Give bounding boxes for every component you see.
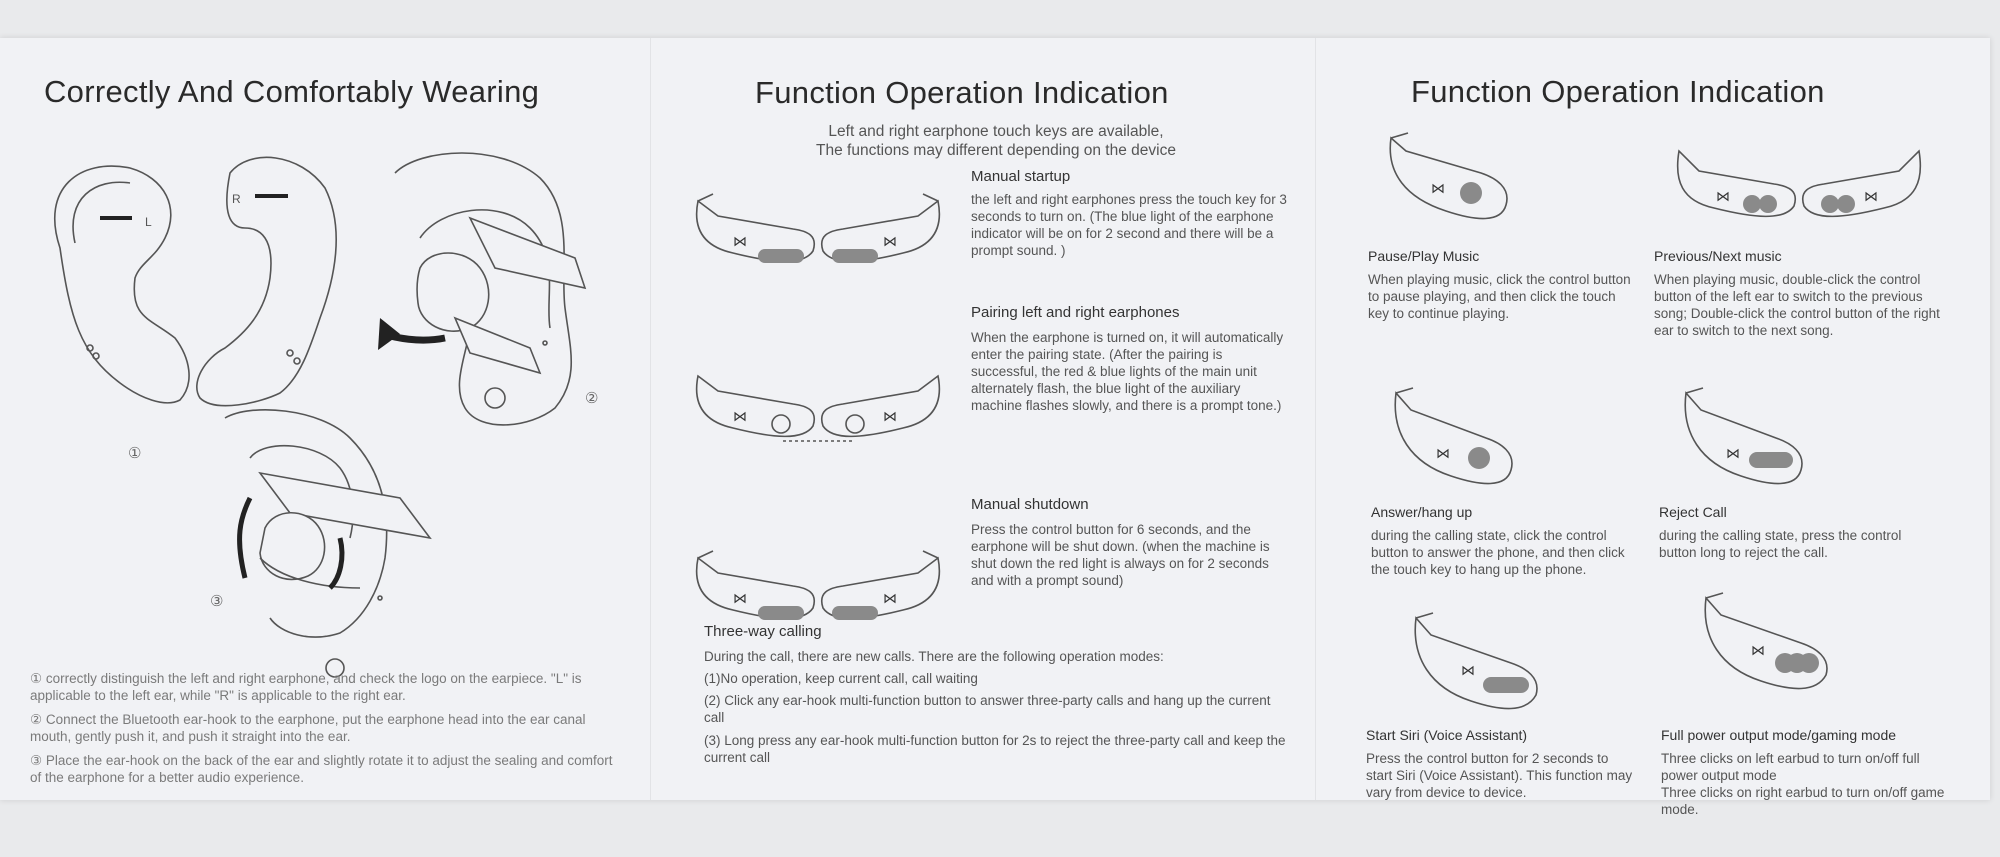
function-title-right: Function Operation Indication (1411, 74, 1825, 109)
pairing-illustration: ⋈ ⋈ (695, 374, 941, 442)
reject-body: during the calling state, press the cont… (1659, 528, 1902, 560)
svg-text:⋈: ⋈ (1461, 662, 1475, 678)
three-way-heading: Three-way calling (704, 623, 822, 640)
prev-next-heading: Previous/Next music (1654, 248, 1782, 264)
gaming-mode-body-1: Three clicks on left earbud to turn on/o… (1661, 751, 1920, 783)
svg-text:⋈: ⋈ (1751, 642, 1765, 658)
reject-illustration: ⋈ (1684, 387, 1803, 485)
wearing-note-2: ② Connect the Bluetooth ear-hook to the … (30, 712, 586, 744)
svg-text:⋈: ⋈ (1726, 445, 1740, 461)
three-way-line-1: During the call, there are new calls. Th… (704, 649, 1164, 664)
subtitle-line-1: Left and right earphone touch keys are a… (828, 123, 1164, 140)
svg-text:⋈: ⋈ (883, 233, 897, 249)
three-way-line-2: (1)No operation, keep current call, call… (704, 671, 978, 686)
startup-illustration: ⋈ ⋈ (695, 193, 941, 263)
reject-heading: Reject Call (1659, 504, 1727, 520)
shutdown-heading: Manual shutdown (971, 496, 1089, 513)
svg-text:⋈: ⋈ (883, 408, 897, 424)
svg-text:⋈: ⋈ (1716, 188, 1730, 204)
wearing-note-3: ③ Place the ear-hook on the back of the … (30, 753, 613, 785)
function-subtitle: Left and right earphone touch keys are a… (711, 122, 1281, 160)
pause-play-body: When playing music, click the control bu… (1368, 272, 1631, 321)
svg-text:⋈: ⋈ (733, 590, 747, 606)
label-step2: ② (585, 390, 598, 407)
label-step1: ① (128, 445, 141, 462)
svg-text:⋈: ⋈ (1431, 180, 1445, 196)
label-r: R (232, 192, 241, 206)
subtitle-line-2: The functions may different depending on… (816, 142, 1176, 159)
wearing-note-1: ① correctly distinguish the left and rig… (30, 671, 582, 703)
answer-illustration: ⋈ (1394, 387, 1513, 485)
svg-text:⋈: ⋈ (883, 590, 897, 606)
svg-text:⋈: ⋈ (733, 408, 747, 424)
svg-text:⋈: ⋈ (1436, 445, 1450, 461)
answer-heading: Answer/hang up (1371, 504, 1473, 520)
wearing-title: Correctly And Comfortably Wearing (44, 74, 540, 109)
label-l: L (145, 215, 152, 229)
answer-body: during the calling state, click the cont… (1371, 528, 1625, 577)
startup-heading: Manual startup (971, 168, 1071, 185)
pause-play-heading: Pause/Play Music (1368, 248, 1480, 264)
siri-heading: Start Siri (Voice Assistant) (1366, 727, 1528, 743)
gaming-mode-body-2: Three clicks on right earbud to turn on/… (1661, 785, 1945, 817)
prev-next-illustration: ⋈ ⋈ (1676, 149, 1922, 218)
function-panel-right: Function Operation Indication ⋈ ⋈ ⋈ Paus… (1315, 38, 1991, 817)
shutdown-body: Press the control button for 6 seconds, … (971, 522, 1270, 588)
function-panel-left: Function Operation Indication Left and r… (650, 38, 1316, 800)
three-way-line-3: (2) Click any ear-hook multi-function bu… (704, 693, 1271, 725)
manual-sheet: Correctly And Comfortably Wearing L R ① (0, 38, 1991, 817)
svg-text:⋈: ⋈ (1864, 188, 1878, 204)
siri-body: Press the control button for 2 seconds t… (1366, 751, 1633, 800)
siri-illustration: ⋈ (1414, 612, 1538, 710)
shutdown-illustration: ⋈ ⋈ (695, 550, 941, 620)
three-way-line-4: (3) Long press any ear-hook multi-functi… (704, 733, 1286, 765)
startup-body: the left and right earphones press the t… (971, 192, 1287, 258)
function-title-left: Function Operation Indication (755, 75, 1169, 110)
label-step3: ③ (210, 593, 223, 610)
prev-next-body: When playing music, double-click the con… (1654, 272, 1940, 338)
wearing-panel: Correctly And Comfortably Wearing L R ① (0, 38, 650, 800)
pairing-heading: Pairing left and right earphones (971, 304, 1180, 321)
pairing-body: When the earphone is turned on, it will … (971, 330, 1284, 413)
gaming-mode-illustration: ⋈ (1704, 592, 1828, 690)
svg-text:⋈: ⋈ (733, 233, 747, 249)
wearing-illustration: L R ① ② (54, 152, 598, 678)
gaming-mode-heading: Full power output mode/gaming mode (1661, 727, 1897, 743)
pause-play-illustration: ⋈ (1389, 132, 1508, 220)
